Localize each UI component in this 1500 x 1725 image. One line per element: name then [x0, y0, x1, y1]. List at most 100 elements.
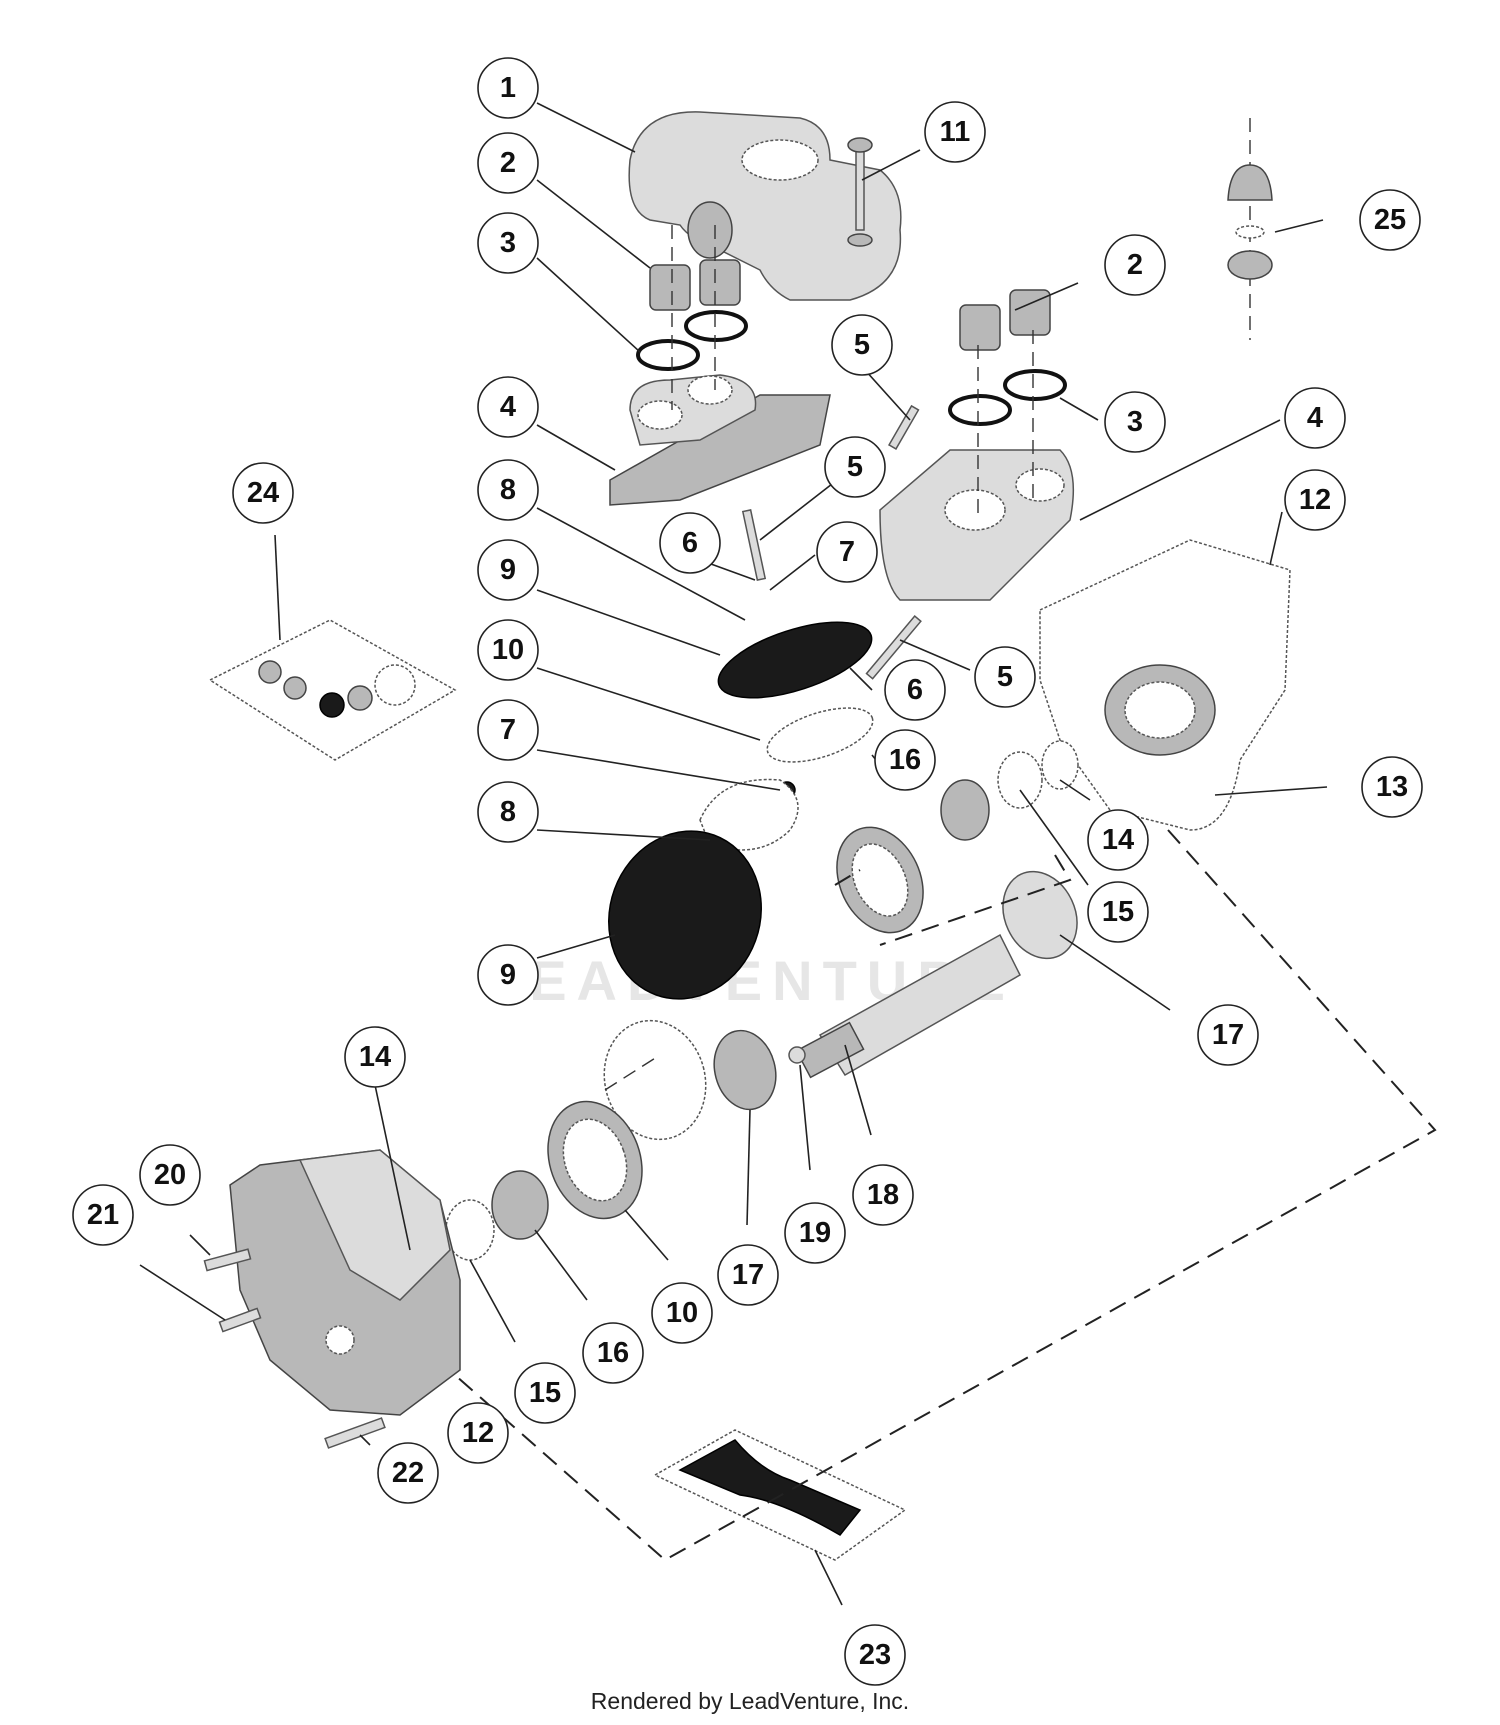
washer-part	[699, 778, 799, 851]
svg-text:23: 23	[859, 1639, 891, 1671]
screw-part	[888, 404, 920, 450]
valve-part-right	[959, 304, 1001, 351]
callout-25: 25	[1359, 189, 1421, 251]
valve-plate-right	[879, 449, 1075, 601]
svg-text:12: 12	[462, 1417, 494, 1449]
svg-text:9: 9	[500, 959, 516, 991]
seal-inner	[851, 843, 909, 917]
svg-text:10: 10	[666, 1297, 698, 1329]
callout-23: 23	[844, 1624, 906, 1686]
svg-text:4: 4	[500, 391, 516, 423]
shaft-assembly-part	[788, 870, 1078, 1079]
callout-8: 8	[477, 781, 539, 843]
valve-assembly-part	[1227, 118, 1273, 340]
callout-3: 3	[477, 212, 539, 274]
callout-2: 2	[477, 132, 539, 194]
svg-text:9: 9	[500, 554, 516, 586]
bolt-part-20	[203, 1248, 252, 1272]
callout-19: 19	[784, 1202, 846, 1264]
svg-text:17: 17	[1212, 1019, 1244, 1051]
callout-10: 10	[477, 619, 539, 681]
callout-12: 12	[1284, 469, 1346, 531]
bolt-part-11	[847, 137, 873, 247]
callout-9: 9	[477, 539, 539, 601]
svg-text:3: 3	[500, 227, 516, 259]
svg-text:8: 8	[500, 796, 516, 828]
diaphragm-part-upper	[717, 621, 873, 699]
svg-text:12: 12	[1299, 484, 1331, 516]
svg-text:2: 2	[500, 147, 516, 179]
footer-credit: Rendered by LeadVenture, Inc.	[590, 1688, 910, 1714]
screw-part	[741, 509, 767, 581]
o-ring-part-right	[1003, 369, 1067, 401]
svg-text:17: 17	[732, 1259, 764, 1291]
callout-9: 9	[477, 944, 539, 1006]
svg-text:18: 18	[867, 1179, 899, 1211]
svg-text:7: 7	[839, 536, 855, 568]
callout-6: 6	[659, 512, 721, 574]
svg-text:24: 24	[247, 477, 279, 509]
callout-4: 4	[477, 376, 539, 438]
diaphragm-part-lower	[608, 830, 762, 1000]
callout-14: 14	[1087, 809, 1149, 871]
callout-17: 17	[1197, 1004, 1259, 1066]
svg-text:16: 16	[597, 1337, 629, 1369]
svg-text:14: 14	[359, 1041, 391, 1073]
svg-text:25: 25	[1374, 204, 1406, 236]
callout-15: 15	[514, 1362, 576, 1424]
bolt-part-22	[324, 1417, 386, 1449]
callout-13: 13	[1361, 756, 1423, 818]
callout-15: 15	[1087, 881, 1149, 943]
callout-5: 5	[824, 436, 886, 498]
svg-text:5: 5	[854, 329, 870, 361]
bearing-part-left	[491, 1170, 549, 1240]
callout-6: 6	[884, 659, 946, 721]
callout-3: 3	[1104, 391, 1166, 453]
svg-text:8: 8	[500, 474, 516, 506]
svg-text:15: 15	[529, 1377, 561, 1409]
callout-2: 2	[1104, 234, 1166, 296]
callout-14: 14	[344, 1026, 406, 1088]
spacer-part	[1041, 740, 1079, 790]
callout-8: 8	[477, 459, 539, 521]
callout-1: 1	[477, 57, 539, 119]
callout-16: 16	[582, 1322, 644, 1384]
callout-4: 4	[1284, 387, 1346, 449]
svg-text:11: 11	[940, 116, 971, 148]
svg-text:5: 5	[997, 661, 1013, 693]
valve-plate-left	[609, 374, 831, 506]
callout-22: 22	[377, 1442, 439, 1504]
svg-text:20: 20	[154, 1159, 186, 1191]
retainer-part	[766, 707, 874, 763]
upper-manifold-part	[628, 111, 902, 301]
pump-housing-left	[229, 1149, 461, 1416]
valve-part-right	[1009, 289, 1051, 336]
pump-housing-right	[1039, 539, 1291, 831]
svg-text:16: 16	[889, 744, 921, 776]
svg-text:7: 7	[500, 714, 516, 746]
repair-kit-part	[208, 619, 457, 761]
spacer-part	[997, 751, 1043, 809]
svg-text:10: 10	[492, 634, 524, 666]
svg-text:4: 4	[1307, 402, 1323, 434]
svg-text:2: 2	[1127, 249, 1143, 281]
o-ring-part-right	[948, 394, 1012, 426]
callout-21: 21	[72, 1184, 134, 1246]
svg-text:19: 19	[799, 1217, 831, 1249]
callout-7: 7	[477, 699, 539, 761]
callout-17: 17	[717, 1244, 779, 1306]
svg-text:21: 21	[87, 1199, 119, 1231]
valve-parts-left	[649, 259, 741, 311]
o-ring-part	[684, 310, 748, 342]
callout-10: 10	[651, 1282, 713, 1344]
callout-12: 12	[447, 1402, 509, 1464]
callout-20: 20	[139, 1144, 201, 1206]
callout-16: 16	[874, 729, 936, 791]
o-ring-part	[636, 339, 700, 371]
bolt-part-21	[218, 1307, 262, 1333]
callout-7: 7	[816, 521, 878, 583]
svg-text:13: 13	[1376, 771, 1408, 803]
assembly-guides	[454, 225, 1437, 1562]
cam-plate-part	[603, 1019, 707, 1141]
